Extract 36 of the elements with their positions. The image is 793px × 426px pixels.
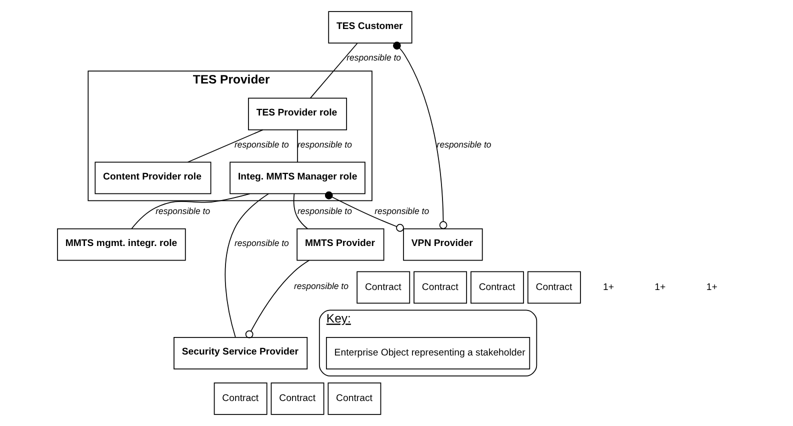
edge-label: responsible to: [298, 206, 352, 216]
connector: [393, 42, 448, 230]
node-box: MMTS Provider: [296, 228, 384, 261]
label: 1+: [602, 282, 614, 293]
connector: [297, 130, 298, 163]
edge-label: responsible to: [374, 206, 430, 216]
node-box: Contract: [328, 382, 382, 415]
node-box: Content Provider role: [94, 162, 212, 194]
edge-label: responsible to: [234, 238, 289, 248]
connector: [224, 193, 269, 338]
node-box: TES Provider role: [248, 98, 347, 130]
edge-label: responsible to: [156, 206, 210, 216]
node-box: Security Service Provider: [174, 336, 308, 370]
edge-label: responsible to: [294, 280, 348, 291]
node-box: Enterprise Object representing a stakeholder: [326, 336, 530, 370]
node-box: Contract: [214, 382, 268, 415]
edge-label: responsible to: [436, 139, 492, 150]
edge-label: responsible to: [346, 52, 402, 63]
node-box: Contract: [270, 382, 324, 415]
connector: [293, 194, 308, 230]
node-box: Contract: [527, 271, 581, 304]
connector: [245, 260, 310, 338]
label: 1+: [654, 282, 666, 293]
connector: [324, 191, 404, 232]
connector: [131, 193, 250, 230]
node-box: MMTS mgmt. integr. role: [57, 228, 186, 261]
node-box: Integ. MMTS Manager role: [230, 162, 366, 194]
node-box: TES Customer: [328, 11, 412, 44]
connector: [187, 129, 264, 163]
label: 1+: [706, 282, 718, 293]
node-box: Contract: [414, 271, 468, 304]
connector: [310, 42, 358, 99]
node-box: Contract: [470, 271, 524, 304]
node-box: VPN Provider: [403, 228, 483, 261]
edge-label: responsible to: [234, 139, 289, 150]
node-box: Contract: [356, 271, 410, 304]
